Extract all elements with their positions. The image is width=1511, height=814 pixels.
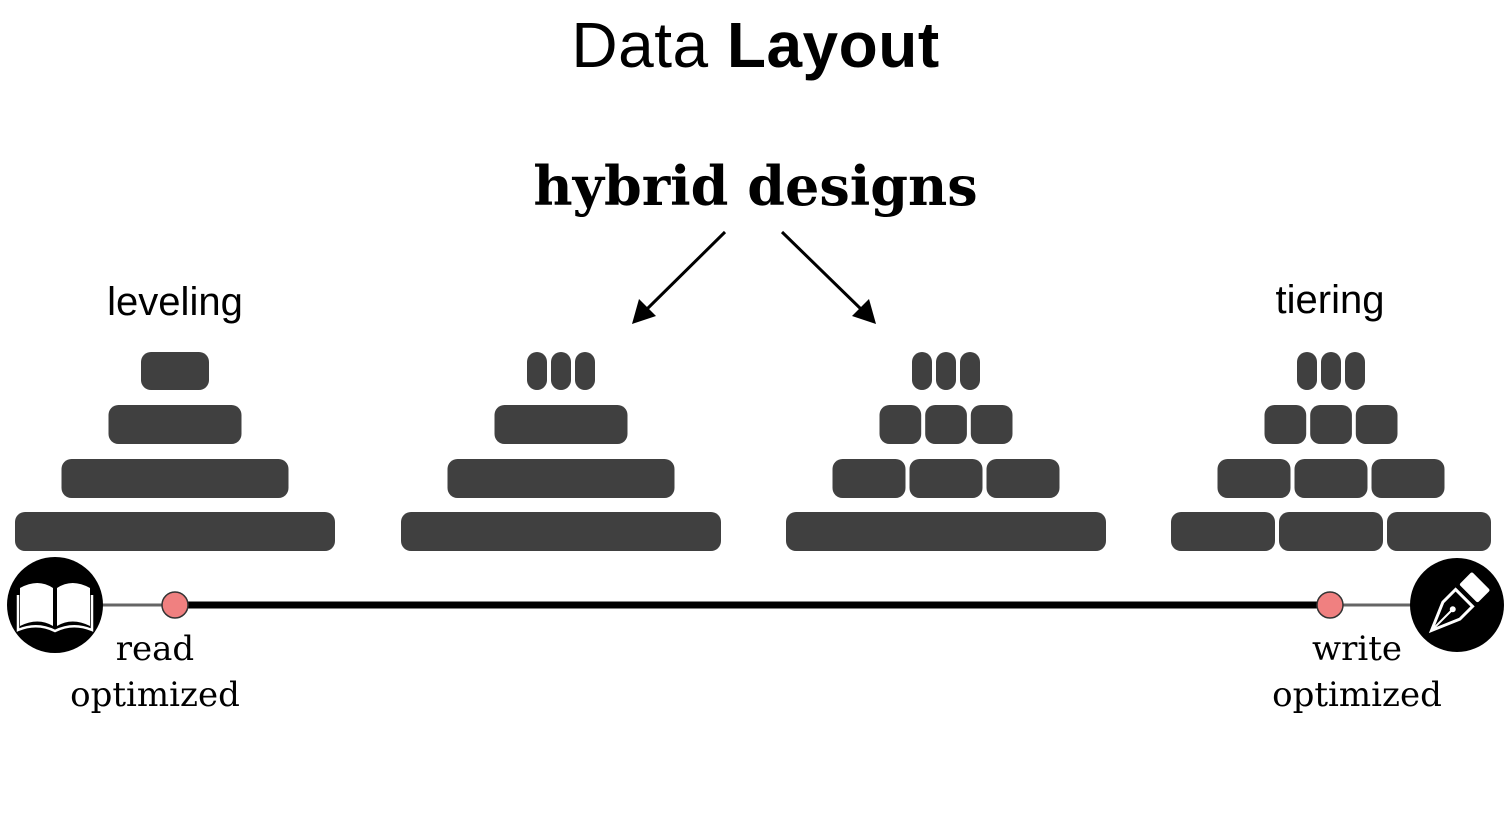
level-2-run-1 [1264, 405, 1307, 444]
write-label-line2: optimized [1272, 675, 1442, 715]
write-optimized-label: write optimized [1242, 626, 1472, 718]
level-2-run-1 [879, 405, 922, 444]
level-2-run-3 [970, 405, 1013, 444]
tiering-label: tiering [1275, 278, 1385, 322]
level-1-run-2 [936, 352, 956, 390]
level-1-run-2 [1321, 352, 1341, 390]
level-4-run-1 [15, 512, 335, 551]
level-3-run-3 [986, 459, 1060, 498]
level-3-run-1 [447, 459, 675, 498]
level-3-run-2 [909, 459, 983, 498]
level-4-run-1 [786, 512, 1106, 551]
read-optimized-label: read optimized [40, 626, 270, 718]
level-4-run-3 [1387, 512, 1491, 551]
level-4-run-1 [401, 512, 721, 551]
level-1-run-1 [912, 352, 932, 390]
level-1-run-1 [141, 352, 209, 390]
level-1-run-1 [527, 352, 547, 390]
read-label-line2: optimized [70, 675, 240, 715]
level-1-run-3 [1345, 352, 1365, 390]
read-label-line1: read [115, 629, 195, 669]
level-3-run-3 [1371, 459, 1445, 498]
title-light: Data [571, 9, 709, 81]
level-2-run-2 [1310, 405, 1352, 444]
level-1-run-3 [575, 352, 595, 390]
pyramid-tiering [1171, 352, 1491, 551]
arrow-right [780, 230, 876, 324]
pyramid-leveling [15, 352, 335, 551]
level-1-run-1 [1297, 352, 1317, 390]
pyramid-hybrid-2 [786, 352, 1106, 551]
pyramid-hybrid-1 [401, 352, 721, 551]
write-label-line1: write [1311, 629, 1402, 669]
level-3-run-1 [832, 459, 906, 498]
pen-nib-icon [1410, 558, 1504, 652]
read-write-axis [95, 601, 1420, 609]
level-4-run-1 [1171, 512, 1275, 551]
level-1-run-2 [551, 352, 571, 390]
read-marker [161, 591, 189, 619]
level-3-run-1 [1217, 459, 1291, 498]
level-2-run-1 [494, 405, 628, 444]
level-3-run-2 [1294, 459, 1368, 498]
level-2-run-2 [925, 405, 967, 444]
arrow-left [632, 230, 727, 324]
leveling-label: leveling [107, 280, 243, 324]
title-bold: Layout [726, 9, 940, 81]
write-marker [1316, 591, 1344, 619]
level-2-run-3 [1355, 405, 1398, 444]
hybrid-designs-heading: hybrid designs [533, 154, 978, 218]
level-3-run-1 [61, 459, 289, 498]
level-4-run-2 [1279, 512, 1383, 551]
level-1-run-3 [960, 352, 980, 390]
book-icon [7, 557, 103, 653]
level-2-run-1 [108, 405, 242, 444]
page-title: Data Layout [0, 8, 1511, 82]
